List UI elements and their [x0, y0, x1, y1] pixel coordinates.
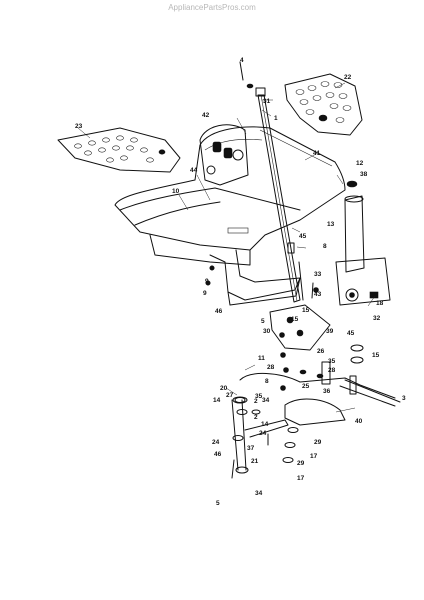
callout-29: 29 [314, 439, 322, 446]
callout-21: 21 [251, 458, 259, 465]
callout-8: 8 [323, 243, 327, 250]
steering-shaft [239, 61, 301, 303]
callout-42: 42 [202, 112, 210, 119]
callout-45b: 45 [347, 330, 355, 337]
callout-15c: 15 [372, 352, 380, 359]
callout-44: 44 [190, 167, 198, 174]
callout-22: 22 [344, 74, 352, 81]
callout-40: 40 [355, 418, 363, 425]
watermark-text: AppliancePartsPros.com [168, 3, 256, 12]
callout-45: 45 [299, 233, 307, 240]
callout-29b: 29 [297, 460, 305, 467]
callout-10: 10 [172, 188, 180, 195]
callout-35: 35 [328, 358, 336, 365]
callout-35b: 35 [255, 393, 263, 400]
callout-9b: 9 [203, 290, 207, 297]
footrest-plate-left [57, 127, 181, 173]
callout-14b: 14 [261, 421, 269, 428]
callout-23: 23 [75, 123, 83, 130]
callout-27: 27 [226, 392, 234, 399]
steering-column-housing [335, 180, 391, 306]
callout-11: 11 [258, 355, 265, 362]
callout-24b: 24 [259, 430, 267, 437]
callout-5b: 5 [216, 500, 220, 507]
sector-plate [269, 304, 331, 351]
callout-31: 31 [263, 98, 271, 105]
leader-lines [77, 82, 376, 413]
callout-24: 24 [212, 439, 220, 446]
callout-33: 33 [314, 271, 322, 278]
callout-17b: 17 [297, 475, 305, 482]
callout-46: 46 [215, 308, 223, 315]
callout-4: 4 [240, 57, 244, 64]
callout-41: 41 [313, 150, 321, 157]
callout-36: 36 [323, 388, 331, 395]
callout-28: 28 [267, 364, 275, 371]
callout-20: 20 [220, 385, 228, 392]
callout-39: 39 [326, 328, 334, 335]
callout-37: 37 [247, 445, 255, 452]
callout-13: 13 [327, 221, 335, 228]
callout-28b: 28 [328, 367, 336, 374]
callout-43: 43 [314, 291, 322, 298]
callout-25: 25 [302, 383, 310, 390]
callout-18: 18 [376, 300, 384, 307]
callout-26: 26 [317, 348, 325, 355]
callout-32: 32 [373, 315, 381, 322]
hardware-fasteners [205, 242, 364, 479]
callout-9: 9 [205, 278, 209, 285]
callout-17: 17 [310, 453, 318, 460]
callout-1: 1 [274, 115, 278, 122]
callout-8b: 8 [265, 378, 269, 385]
callout-3: 3 [402, 395, 406, 402]
callout-38: 38 [360, 171, 368, 178]
callout-15: 15 [302, 307, 310, 314]
callout-2: 2 [254, 398, 258, 405]
callout-2b: 2 [254, 414, 258, 421]
callout-15b: 15 [291, 316, 299, 323]
callout-30: 30 [263, 328, 271, 335]
callout-12: 12 [356, 160, 364, 167]
callout-34b: 34 [255, 490, 263, 497]
callout-14: 14 [213, 397, 221, 404]
steering-axle-arm [239, 361, 401, 426]
main-frame-pan [114, 126, 346, 266]
footrest-plate-right [284, 73, 363, 136]
callout-labels: 1 2 2 3 4 5 5 8 8 9 9 10 11 12 13 14 14 … [75, 57, 406, 507]
dash-console [199, 124, 249, 186]
left-spindle [231, 396, 289, 474]
callout-5: 5 [261, 318, 265, 325]
callout-46b: 46 [214, 451, 222, 458]
mount-bracket [209, 249, 301, 306]
callout-34: 34 [262, 397, 270, 404]
